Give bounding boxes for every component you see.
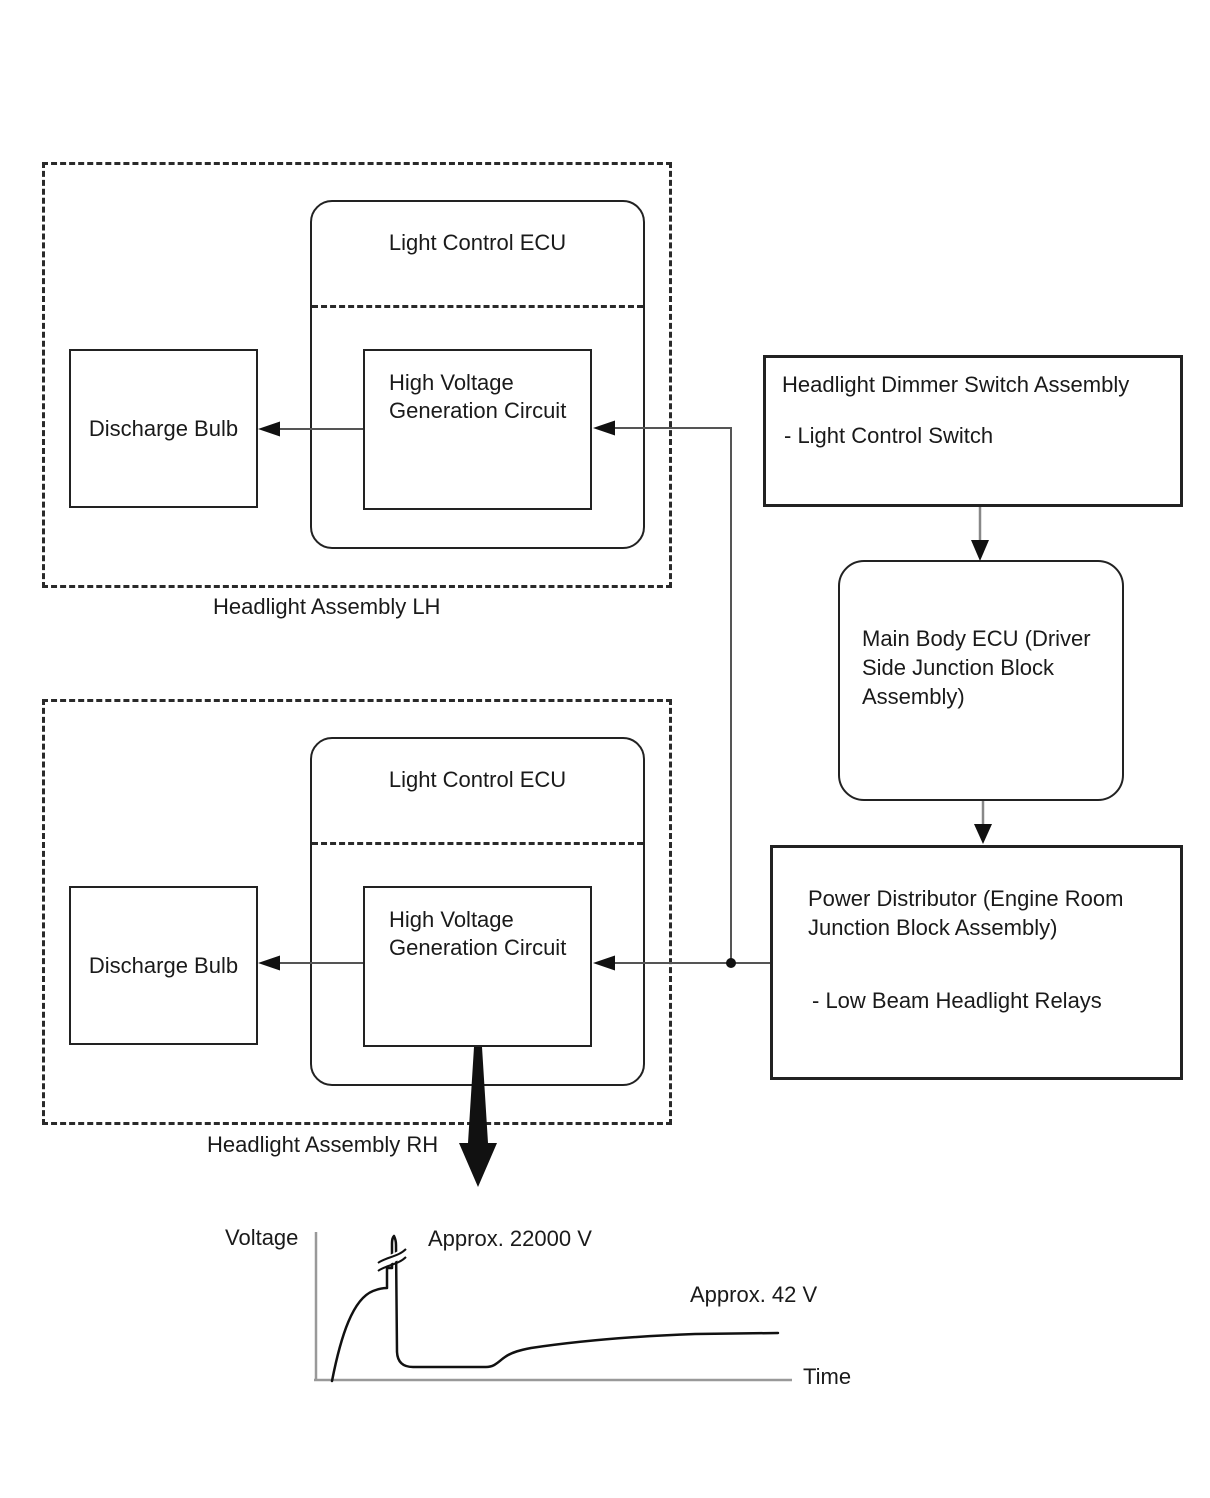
junction-dot [726, 958, 736, 968]
rh-high-voltage-circuit-box [363, 886, 592, 1047]
dimmer-switch-item: - Light Control Switch [784, 423, 994, 448]
lh-assembly-label: Headlight Assembly LH [213, 594, 441, 619]
power-distributor-item: - Low Beam Headlight Relays [812, 988, 1102, 1013]
power-distributor-box [770, 845, 1183, 1080]
lh-ecu-internal-divider [312, 305, 643, 308]
main-body-ecu-box [838, 560, 1124, 801]
main-body-ecu-line2: Side Junction Block [862, 655, 1054, 680]
axis-break-mark-lower [377, 1256, 407, 1272]
lh-hv-line1: High Voltage [389, 370, 514, 395]
lh-light-control-ecu-title: Light Control ECU [388, 230, 567, 255]
arrowhead-mainbody-to-power [974, 824, 992, 844]
lh-discharge-bulb-label: Discharge Bulb [88, 415, 239, 441]
rh-assembly-label: Headlight Assembly RH [207, 1132, 439, 1157]
axis-break-gap [379, 1247, 407, 1269]
axis-break-mark-upper [377, 1248, 407, 1264]
rh-discharge-bulb-label: Discharge Bulb [88, 952, 239, 978]
arrowhead-dimmer-to-mainbody [971, 540, 989, 561]
dimmer-switch-title: Headlight Dimmer Switch Assembly [782, 372, 1130, 397]
lh-high-voltage-circuit-box [363, 349, 592, 510]
main-body-ecu-line3: Assembly) [862, 684, 965, 709]
rh-light-control-ecu-title: Light Control ECU [388, 767, 567, 792]
lh-hv-line2: Generation Circuit [389, 398, 567, 423]
main-body-ecu-line1: Main Body ECU (Driver [862, 626, 1091, 651]
rh-hv-line1: High Voltage [389, 907, 514, 932]
rh-high-voltage-circuit-label: High Voltage Generation Circuit [389, 906, 566, 962]
lh-high-voltage-circuit-label: High Voltage Generation Circuit [389, 369, 566, 425]
power-distributor-label: Power Distributor (Engine Room Junction … [808, 884, 1123, 942]
main-body-ecu-label: Main Body ECU (Driver Side Junction Bloc… [862, 624, 1091, 711]
graph-x-axis-label: Time [803, 1364, 852, 1389]
rh-ecu-internal-divider [312, 842, 643, 845]
lh-light-control-ecu-box [310, 200, 645, 549]
dimmer-switch-box [763, 355, 1183, 507]
power-distributor-line1: Power Distributor (Engine Room [808, 886, 1124, 911]
graph-steady-annotation: Approx. 42 V [690, 1282, 818, 1307]
rh-discharge-bulb-box: Discharge Bulb [69, 886, 258, 1045]
voltage-curve [330, 1234, 780, 1383]
power-distributor-line2: Junction Block Assembly) [808, 915, 1058, 940]
rh-hv-line2: Generation Circuit [389, 935, 567, 960]
graph-peak-annotation: Approx. 22000 V [428, 1226, 592, 1251]
lh-discharge-bulb-box: Discharge Bulb [69, 349, 258, 508]
lh-assembly-dashed-box [42, 162, 672, 588]
graph-y-axis-label: Voltage [225, 1225, 299, 1250]
